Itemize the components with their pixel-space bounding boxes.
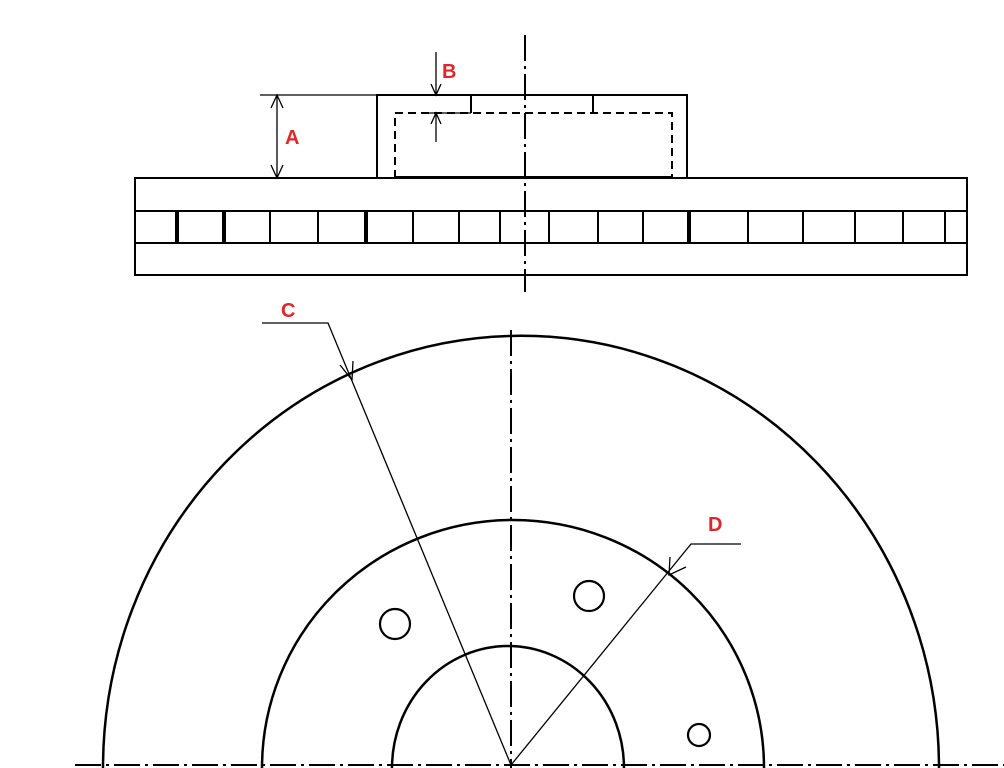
dim-b-arrow-top <box>430 83 442 97</box>
label-d: D <box>708 514 722 536</box>
side-view <box>134 94 968 276</box>
leader-d <box>510 543 741 766</box>
dimension-a <box>260 93 377 180</box>
label-a: A <box>285 127 299 149</box>
label-b: B <box>442 61 456 83</box>
dim-a-arrow-bottom <box>270 164 284 180</box>
rotor-body <box>134 177 968 276</box>
bolt-hole-3 <box>686 722 712 748</box>
inner-circle <box>390 644 626 768</box>
dimension-b <box>427 52 471 142</box>
hub-inner-dashed <box>394 112 673 178</box>
vent-vanes <box>175 211 946 243</box>
middle-circle <box>260 518 766 768</box>
label-c: C <box>281 300 295 322</box>
leader-c-line <box>262 322 512 766</box>
dim-b-arrow-bottom <box>430 111 442 125</box>
bolt-hole-1 <box>378 607 412 641</box>
outer-circle <box>101 334 941 768</box>
leader-c <box>262 322 512 766</box>
leader-d-line <box>510 543 741 766</box>
leader-d-arrow <box>668 556 687 577</box>
dim-a-arrow-top <box>270 93 284 109</box>
bolt-hole-2 <box>572 579 606 613</box>
front-view <box>101 334 941 768</box>
hub-outline <box>376 94 688 179</box>
leader-c-arrow <box>339 360 354 382</box>
